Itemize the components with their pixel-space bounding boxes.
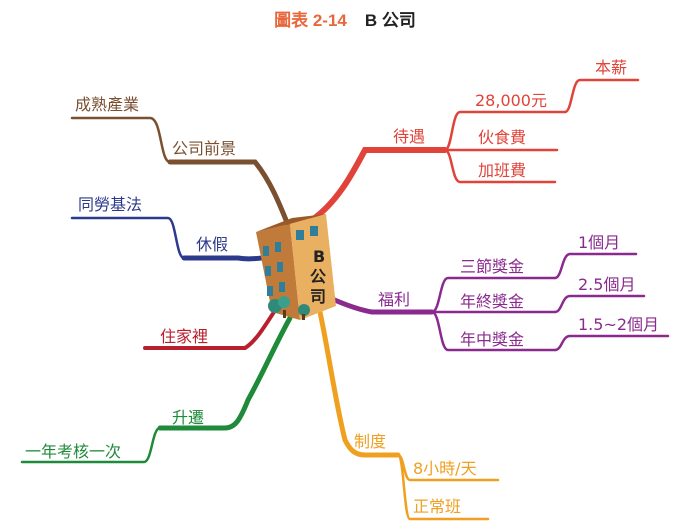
item-eight-hours: 8小時/天 <box>413 459 477 478</box>
title-company: B 公司 <box>364 11 416 30</box>
label-home: 住家裡 <box>160 327 208 346</box>
tree-icon <box>268 296 310 320</box>
item-year-end-bonus-amount: 2.5個月 <box>578 275 635 294</box>
item-meal-allowance: 伙食費 <box>478 128 526 147</box>
item-festival-bonus: 三節獎金 <box>460 257 524 276</box>
connector-treatment-items <box>443 110 567 184</box>
branch-system <box>317 309 500 521</box>
center-label-gong: 公 <box>310 267 326 286</box>
label-system: 制度 <box>354 432 386 451</box>
item-mid-year-bonus-amount: 1.5~2個月 <box>578 315 659 334</box>
center-label-b: B <box>313 247 325 266</box>
item-labor-law: 同勞基法 <box>78 195 142 214</box>
connector-welfare-items <box>430 276 557 352</box>
item-mature-industry: 成熟產業 <box>75 95 139 114</box>
branch-system-trunk <box>317 309 401 458</box>
item-regular-shift: 正常班 <box>413 497 461 516</box>
item-salary: 28,000元 <box>475 91 547 110</box>
label-treatment: 待遇 <box>393 127 425 146</box>
branch-welfare <box>327 252 670 352</box>
connector-base-salary <box>563 78 640 114</box>
building-front <box>290 214 336 320</box>
branch-future <box>70 116 291 228</box>
connector-labor-law <box>70 216 186 260</box>
building-roof <box>256 214 326 232</box>
item-year-end-bonus: 年終獎金 <box>460 292 524 311</box>
connector-system-items <box>396 453 500 521</box>
diagram-title: 圖表 2-14 B 公司 <box>0 6 690 31</box>
branch-promotion <box>20 315 293 464</box>
branch-treatment-trunk <box>309 147 448 223</box>
branch-future-trunk <box>167 159 291 228</box>
branch-welfare-trunk <box>327 295 435 315</box>
connector-mature-industry <box>70 116 172 164</box>
connector-annual-review <box>20 426 162 464</box>
label-promotion: 升遷 <box>172 408 204 427</box>
item-festival-bonus-amount: 1個月 <box>578 233 620 252</box>
item-mid-year-bonus: 年中獎金 <box>460 330 524 349</box>
connector-bonus-terms <box>553 252 670 352</box>
branch-treatment <box>309 78 640 223</box>
building-windows <box>263 226 318 296</box>
label-leave: 休假 <box>196 235 228 254</box>
center-label-si: 司 <box>310 287 326 306</box>
label-future: 公司前景 <box>172 139 236 158</box>
item-annual-review: 一年考核一次 <box>25 442 121 461</box>
label-welfare: 福利 <box>378 290 410 309</box>
title-prefix: 圖表 2-14 <box>274 11 347 30</box>
item-overtime-pay: 加班費 <box>478 161 526 180</box>
branch-promotion-trunk <box>157 315 293 431</box>
item-base-salary: 本薪 <box>595 58 627 77</box>
branch-leave <box>70 216 281 262</box>
company-building-icon: B 公 司 <box>256 214 336 320</box>
